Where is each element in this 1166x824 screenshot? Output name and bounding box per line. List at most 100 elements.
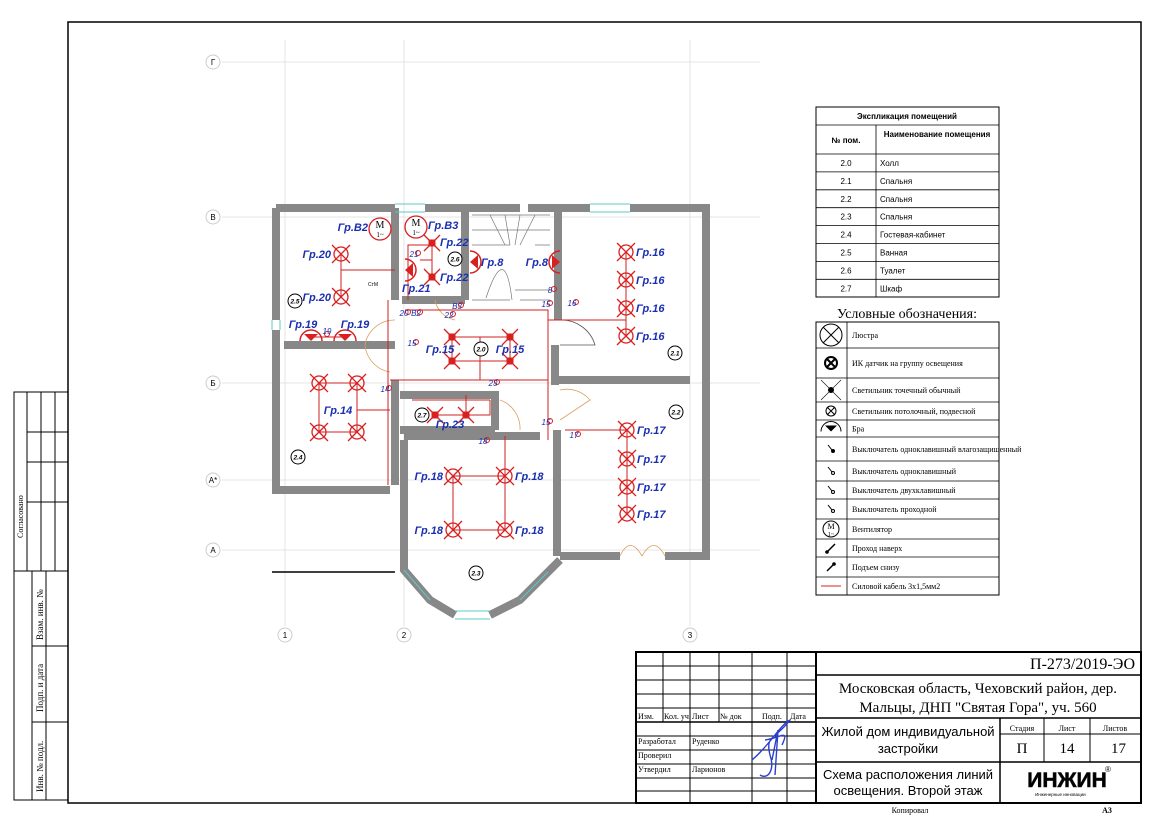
fixture-label: Гр.20	[303, 249, 332, 261]
pass-up-icon	[825, 550, 829, 554]
explication-col-name: Наименование помещения	[884, 130, 991, 139]
axis-label: А*	[209, 476, 217, 485]
room-number: 2.0	[475, 347, 485, 354]
chandelier-cross	[617, 504, 637, 524]
chandelier-cross	[309, 373, 329, 393]
fan-sub: 1~	[412, 229, 420, 237]
fixture-label: Гр.16	[636, 247, 665, 259]
legend-label: Светильник точечный обычный	[852, 386, 961, 395]
room-number-badge	[414, 407, 430, 423]
fixture-label: Гр.16	[636, 303, 665, 315]
fan-symbol: M	[827, 522, 834, 531]
explication-row-name: Туалет	[880, 266, 906, 275]
revision-col-header: № док	[720, 712, 742, 721]
chandelier-icon	[497, 468, 513, 484]
fixture-label: Гр.18	[415, 471, 444, 483]
axis-bubble	[277, 627, 293, 643]
role-label: Утвердил	[638, 765, 671, 774]
fan-sub: 1~	[828, 532, 835, 538]
fixture-label: Гр.16	[636, 331, 665, 343]
side-stamp	[13, 391, 69, 801]
revision-col-header: Кол. уч	[664, 712, 689, 721]
axis-label: Б	[210, 379, 215, 388]
sheet-value: 14	[1060, 741, 1076, 757]
revision-col-header: Лист	[692, 712, 709, 721]
switch-icon	[484, 437, 490, 443]
switch-waterproof-icon	[827, 444, 833, 451]
room-number-badge	[447, 251, 463, 267]
fixture-label: Гр.20	[303, 292, 332, 304]
ir-sensor-icon	[826, 358, 836, 368]
ceiling-light-icon	[826, 406, 836, 416]
chandelier-icon	[619, 479, 635, 495]
switch-icon	[551, 286, 557, 292]
fixture-label: Гр.18	[515, 525, 544, 537]
switch-icon	[386, 385, 392, 391]
revision-col-header: Подп.	[762, 712, 782, 721]
axis-bubble	[205, 54, 221, 70]
wall-lamp-fill	[552, 255, 560, 269]
chandelier-icon	[333, 289, 349, 305]
object-line-1: Жилой дом индивидуальной	[821, 724, 994, 739]
washer-label: СтМ	[368, 282, 378, 288]
explication-row-name: Шкаф	[880, 284, 902, 293]
room-number: 2.4	[292, 455, 302, 462]
chandelier-icon	[349, 424, 365, 440]
legend-label: ИК датчик на группу освещения	[852, 359, 963, 368]
axis-label: 1	[283, 631, 288, 640]
chandelier-cross	[309, 422, 329, 442]
switch-number: 20	[399, 309, 409, 318]
switch-number: 22	[444, 311, 454, 320]
chandelier-cross	[495, 520, 515, 540]
chandelier-icon	[333, 246, 349, 262]
switch-number: 15	[542, 300, 551, 309]
room-number: 2.2	[670, 410, 680, 417]
switch-icon	[415, 250, 421, 256]
legend-label: Выключатель одноклавишный влагозащищенны…	[852, 445, 1022, 454]
explication-row-name: Спальня	[880, 177, 912, 186]
stamp-vzam: Взам. инв. №	[35, 589, 45, 640]
spot-light-icon	[431, 411, 439, 419]
axis-label: А	[210, 546, 216, 555]
switch-waterproof-icon	[831, 449, 835, 453]
legend-label: Выключатель одноклавишный	[852, 467, 957, 476]
chandelier-cross	[617, 477, 637, 497]
explication-table: Экспликация помещений № пом. Наименовани…	[815, 106, 1000, 298]
wall-lamp-fill	[405, 263, 413, 277]
fixture-label: Гр.19	[341, 319, 370, 331]
room-number: 2.7	[416, 413, 426, 420]
revision-col-header: Дата	[790, 712, 806, 721]
wall-lamp-icon	[299, 329, 323, 342]
fixture-label: Гр.17	[637, 509, 666, 521]
address-line-2: Мальцы, ДНП "Святая Гора", уч. 560	[859, 700, 1096, 716]
switch-double-icon	[827, 485, 833, 492]
chandelier-icon	[618, 300, 634, 316]
switch-number: 14	[381, 385, 390, 394]
wall-lamp-icon	[469, 250, 482, 274]
chandelier-icon	[619, 422, 635, 438]
doors	[364, 299, 666, 557]
room-number-badge	[290, 449, 306, 465]
company-logo: ИНЖИН Инженерные инновации ®	[1027, 765, 1111, 797]
switch-icon	[494, 379, 500, 385]
sheets-header: Листов	[1103, 724, 1128, 733]
wall-lamp-icon	[548, 250, 561, 274]
room-number: 2.5	[289, 299, 299, 306]
switch-number: 16	[568, 299, 577, 308]
switch-pass-icon	[831, 509, 835, 513]
fixture-label: Гр.17	[637, 482, 666, 494]
explication-row-name: Холл	[880, 159, 899, 168]
fixture-label: Гр.17	[637, 454, 666, 466]
chandelier-icon	[618, 272, 634, 288]
spot-light-icon	[506, 357, 514, 365]
explication-row-num: 2.2	[840, 195, 852, 204]
axis-bubble	[205, 209, 221, 225]
spot-light-icon	[428, 273, 436, 281]
fixture-label: Гр.B3	[428, 220, 458, 232]
room-number-badge	[287, 293, 303, 309]
spot-light-icon	[506, 333, 514, 341]
explication-row-num: 2.4	[840, 231, 852, 240]
wall-lamp-icon	[333, 329, 357, 342]
fan-symbol: M	[376, 220, 385, 231]
